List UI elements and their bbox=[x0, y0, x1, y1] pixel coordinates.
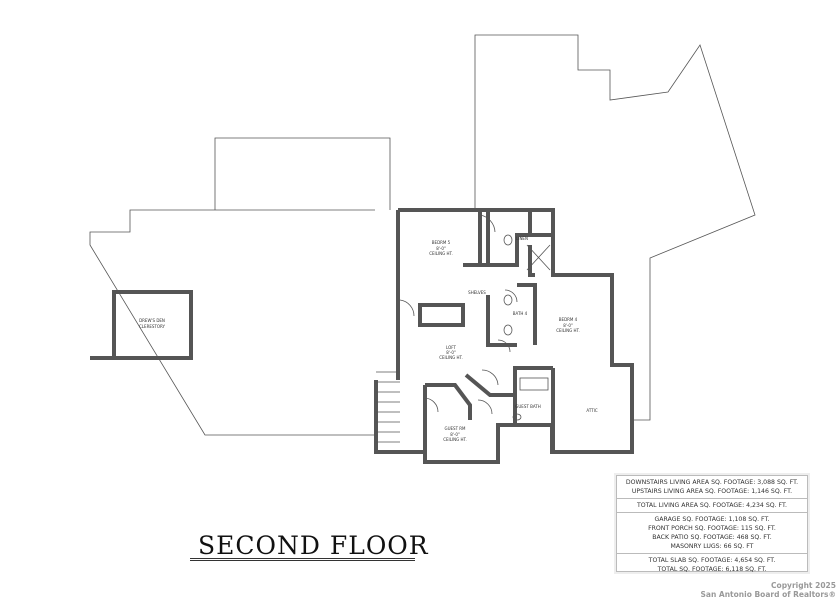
loft-ceiling-label: CEILING HT. bbox=[439, 355, 463, 360]
den-label-2: CLERESTORY bbox=[139, 324, 166, 329]
bedroom5-ceiling-label: CEILING HT. bbox=[429, 251, 453, 256]
total-sqft: TOTAL SQ. FOOTAGE: 6,118 SQ. FT. bbox=[657, 566, 767, 573]
copyright-watermark: Copyright 2025 San Antonio Board of Real… bbox=[701, 581, 837, 599]
loft-label: LOFT bbox=[446, 345, 456, 350]
guest-room-label: GUEST RM bbox=[444, 426, 466, 431]
masonry-sqft: MASONRY LUGS: 66 SQ. FT bbox=[670, 543, 754, 550]
guest-bath-label: GUEST BATH bbox=[515, 404, 540, 409]
back-patio-sqft: BACK PATIO SQ. FOOTAGE: 468 SQ. FT. bbox=[652, 534, 772, 541]
bedroom4-ceiling-label: CEILING HT. bbox=[556, 328, 580, 333]
bedroom5-label: BEDRM 5 bbox=[432, 240, 451, 245]
copyright-line-2: San Antonio Board of Realtors® bbox=[700, 590, 837, 599]
attic-label: ATTIC bbox=[586, 408, 597, 413]
footprint-outline-right bbox=[474, 34, 756, 421]
linen-label: LINEN bbox=[516, 236, 528, 241]
total-slab-sqft: TOTAL SLAB SQ. FOOTAGE: 4,654 SQ. FT. bbox=[648, 557, 776, 564]
bath4-label: BATH 4 bbox=[513, 311, 528, 316]
guest-room-ceiling-label: CEILING HT. bbox=[443, 437, 467, 442]
upper-floor-walls bbox=[374, 208, 634, 464]
title-underline bbox=[190, 558, 415, 561]
square-footage-table: DOWNSTAIRS LIVING AREA SQ. FOOTAGE: 3,08… bbox=[616, 475, 808, 573]
garage-sqft: GARAGE SQ. FOOTAGE: 1,108 SQ. FT. bbox=[654, 516, 770, 523]
loft-ceiling: 8'-0" bbox=[446, 350, 456, 355]
bedroom4-label: BEDRM 4 bbox=[559, 317, 578, 322]
footprint-outline-top bbox=[214, 137, 391, 210]
shelves-label: SHELVES bbox=[468, 290, 486, 295]
front-porch-sqft: FRONT PORCH SQ. FOOTAGE: 115 SQ. FT. bbox=[648, 525, 776, 532]
footprint-outline-left bbox=[89, 209, 375, 436]
den-walls bbox=[112, 290, 193, 360]
copyright-line-1: Copyright 2025 bbox=[771, 581, 836, 590]
total-living-sqft: TOTAL LIVING AREA SQ. FOOTAGE: 4,234 SQ.… bbox=[636, 502, 788, 509]
stairs bbox=[376, 371, 400, 443]
door-swings bbox=[399, 214, 551, 421]
guest-room-ceiling: 8'-0" bbox=[450, 432, 460, 437]
downstairs-sqft: DOWNSTAIRS LIVING AREA SQ. FOOTAGE: 3,08… bbox=[625, 479, 799, 486]
den-label: DREW'S DEN bbox=[139, 318, 165, 323]
bedroom4-ceiling: 8'-0" bbox=[563, 323, 573, 328]
upstairs-sqft: UPSTAIRS LIVING AREA SQ. FOOTAGE: 1,146 … bbox=[631, 488, 793, 495]
page-title: SECOND FLOOR bbox=[198, 531, 429, 560]
bedroom5-ceiling: 8'-0" bbox=[436, 246, 446, 251]
